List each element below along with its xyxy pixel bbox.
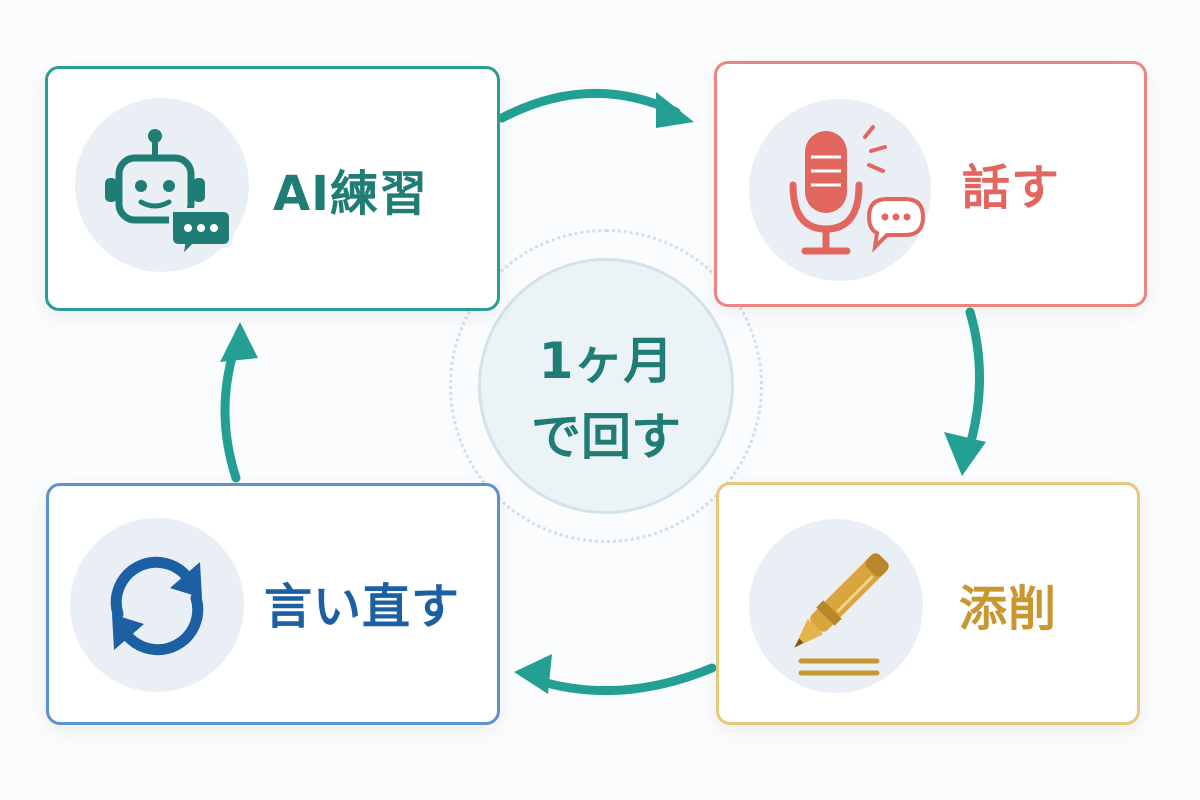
step-card-ai-practice: AI練習 xyxy=(45,66,500,311)
arrow-correct-to-repeat xyxy=(531,663,717,696)
arrowhead-repeat-to-ai xyxy=(220,322,258,362)
step-card-rephrase: 言い直す xyxy=(46,483,500,725)
icon-background xyxy=(75,98,249,272)
icon-background xyxy=(749,99,931,281)
center-circle xyxy=(478,258,734,514)
icon-background xyxy=(749,519,923,693)
arrowhead-ai-to-speak xyxy=(656,92,694,128)
center-title-line-1: 1ヶ月 xyxy=(538,332,674,390)
refresh-icon xyxy=(110,556,204,656)
step-label-correction: 添削 xyxy=(959,581,1058,637)
arrowhead-correct-to-repeat xyxy=(514,654,552,694)
arrow-repeat-to-ai xyxy=(220,339,241,483)
step-label-rephrase: 言い直す xyxy=(264,579,461,635)
step-card-speak: 話す xyxy=(714,61,1147,307)
chatbot-icon xyxy=(105,129,233,264)
arrow-ai-to-speak xyxy=(497,89,681,123)
microphone-icon xyxy=(789,125,926,255)
center-dotted-ring xyxy=(449,229,763,543)
arrowhead-speak-to-correct xyxy=(944,432,986,476)
icon-background xyxy=(70,518,244,692)
pen-icon xyxy=(794,553,889,676)
step-label-speak: 話す xyxy=(962,160,1061,216)
center-title-line-2: で回す xyxy=(531,408,681,466)
step-card-correction: 添削 xyxy=(716,482,1140,725)
step-label-ai-practice: AI練習 xyxy=(273,166,429,222)
arrow-speak-to-correct xyxy=(963,307,985,457)
